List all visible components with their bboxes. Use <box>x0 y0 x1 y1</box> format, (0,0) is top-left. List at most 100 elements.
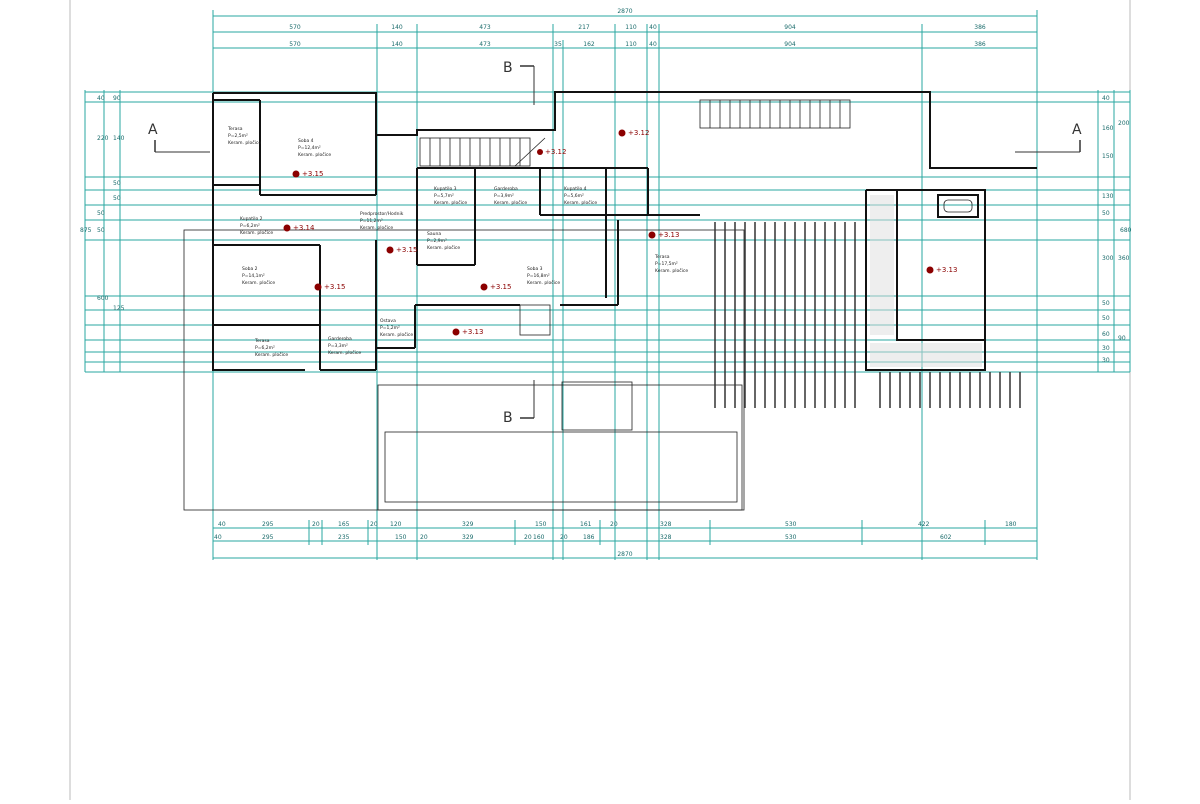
dim-left-1: 40 <box>97 95 105 102</box>
overall-width-bottom: 2870 <box>617 551 632 558</box>
dim-left-6: 140 <box>113 135 125 142</box>
dim-top-4: 217 <box>578 24 590 31</box>
dim-left-9: 875 <box>80 227 92 234</box>
section-marker-a-right: A <box>1072 122 1082 138</box>
room-sauna-area: P=2,9m² <box>427 238 447 244</box>
dim-left-8: 50 <box>97 227 105 234</box>
room-kupatilo2-name: Kupatilo 2 <box>240 216 263 222</box>
level-marker-1: +3.15 <box>292 170 323 178</box>
room-terasa-2-name: Terasa <box>654 254 670 260</box>
dim-bot2-10: 186 <box>583 534 595 541</box>
level-marker-3: +3.15 <box>314 283 345 291</box>
room-kupatilo3-floor: Keram. pločice <box>434 199 467 206</box>
dim-bot2-3: 235 <box>338 534 350 541</box>
room-hodnik-name: Predprostor/Hodnik <box>360 211 404 217</box>
level-marker-8: +3.13 <box>926 266 957 274</box>
dim-left-3: 220 <box>97 135 109 142</box>
room-terasa-2-floor: Keram. pločice <box>655 267 688 274</box>
room-hodnik-floor: Keram. pločice <box>360 224 393 231</box>
overall-width-top: 2870 <box>617 8 632 15</box>
level-marker-2: +3.14 <box>283 224 315 232</box>
room-soba4-floor: Keram. pločice <box>298 151 331 158</box>
dim-bot-4: 165 <box>338 521 350 528</box>
dim-bot-8: 150 <box>535 521 547 528</box>
dim-right-4: 150 <box>1102 153 1114 160</box>
dim-top2-7: 40 <box>649 41 657 48</box>
level-marker-6: +3.13 <box>452 328 483 336</box>
dim-bot2-9: 20 <box>560 534 568 541</box>
dim-top2-3: 473 <box>479 41 491 48</box>
room-soba3-name: Soba 3 <box>527 266 543 272</box>
room-terasa-2-area: P=17,5m² <box>655 261 678 267</box>
dim-bot2-7: 20 <box>524 534 532 541</box>
room-labels: Terasa P=2,5m² Keram. pločice Soba 4 P=1… <box>227 126 688 358</box>
dim-top2-5: 162 <box>583 41 595 48</box>
l-shaped-planter <box>865 189 986 371</box>
section-marker-b-top: B <box>503 60 513 76</box>
room-soba3-floor: Keram. pločice <box>527 279 560 286</box>
room-ostava-name: Ostava <box>380 318 396 324</box>
dim-bot2-12: 530 <box>785 534 797 541</box>
dim-bot2-11: 328 <box>660 534 672 541</box>
svg-text:+3.12: +3.12 <box>628 129 649 137</box>
dim-bot2-13: 602 <box>940 534 952 541</box>
room-hodnik-area: P=11,2m² <box>360 218 383 224</box>
room-garderoba1-name: Garderoba <box>494 186 518 192</box>
dim-bot-14: 180 <box>1005 521 1017 528</box>
room-ostava-floor: Keram. pločice <box>380 331 413 338</box>
dim-top2-6: 110 <box>625 41 637 48</box>
dim-bot2-4: 150 <box>395 534 407 541</box>
level-marker-5: +3.15 <box>480 283 511 291</box>
room-soba4-area: P=12,4m² <box>298 145 321 151</box>
dim-bot2-8: 160 <box>533 534 545 541</box>
dim-top-7: 904 <box>784 24 796 31</box>
room-terasa-1-name: Terasa <box>227 126 243 132</box>
dim-bot2-2: 295 <box>262 534 274 541</box>
dim-bot-13: 422 <box>918 521 930 528</box>
svg-text:+3.12: +3.12 <box>545 148 566 156</box>
walls <box>212 91 1037 371</box>
dim-top-2: 140 <box>391 24 403 31</box>
dim-top2-8: 904 <box>784 41 796 48</box>
room-kupatilo3-name: Kupatilo 3 <box>434 186 457 192</box>
dim-right-12: 90 <box>1118 335 1126 342</box>
room-soba4-name: Soba 4 <box>298 138 314 144</box>
svg-text:+3.13: +3.13 <box>462 328 483 336</box>
room-soba2-area: P=14,1m² <box>242 273 265 279</box>
dim-left-11: 125 <box>113 305 125 312</box>
level-marker-4: +3.15 <box>386 246 417 254</box>
room-terasa-3-name: Terasa <box>254 338 270 344</box>
dim-left-7: 50 <box>97 210 105 217</box>
room-garderoba2-floor: Keram. pločice <box>328 349 361 356</box>
dim-bot-5: 20 <box>370 521 378 528</box>
lower-outline <box>183 229 745 511</box>
dim-bot2-6: 329 <box>462 534 474 541</box>
room-kupatilo2-area: P=6,2m² <box>240 223 260 229</box>
section-marker-a-left: A <box>148 122 158 138</box>
dim-left-2: 90 <box>113 95 121 102</box>
room-garderoba1-floor: Keram. pločice <box>494 199 527 206</box>
room-sauna-name: Sauna <box>427 231 441 237</box>
dim-bot2-5: 20 <box>420 534 428 541</box>
skylight-strip <box>699 99 851 129</box>
dim-right-15: 680 <box>1120 227 1132 234</box>
dim-bot-1: 40 <box>218 521 226 528</box>
dim-right-6: 50 <box>1102 210 1110 217</box>
room-ostava-area: P=1,2m² <box>380 325 400 331</box>
dim-bot-12: 530 <box>785 521 797 528</box>
dim-bot-10: 20 <box>610 521 618 528</box>
dim-bot-7: 329 <box>462 521 474 528</box>
room-terasa-3-area: P=6,2m² <box>255 345 275 351</box>
dim-right-1: 40 <box>1102 95 1110 102</box>
dim-right-2: 160 <box>1102 125 1114 132</box>
dim-top2-9: 386 <box>974 41 986 48</box>
level-marker-7: +3.13 <box>648 231 679 239</box>
svg-text:+3.15: +3.15 <box>302 170 323 178</box>
svg-text:+3.15: +3.15 <box>324 283 345 291</box>
pergola <box>714 222 1021 408</box>
room-garderoba2-area: P=3,3m² <box>328 343 348 349</box>
stairs-main <box>419 137 546 167</box>
dim-top-8: 386 <box>974 24 986 31</box>
